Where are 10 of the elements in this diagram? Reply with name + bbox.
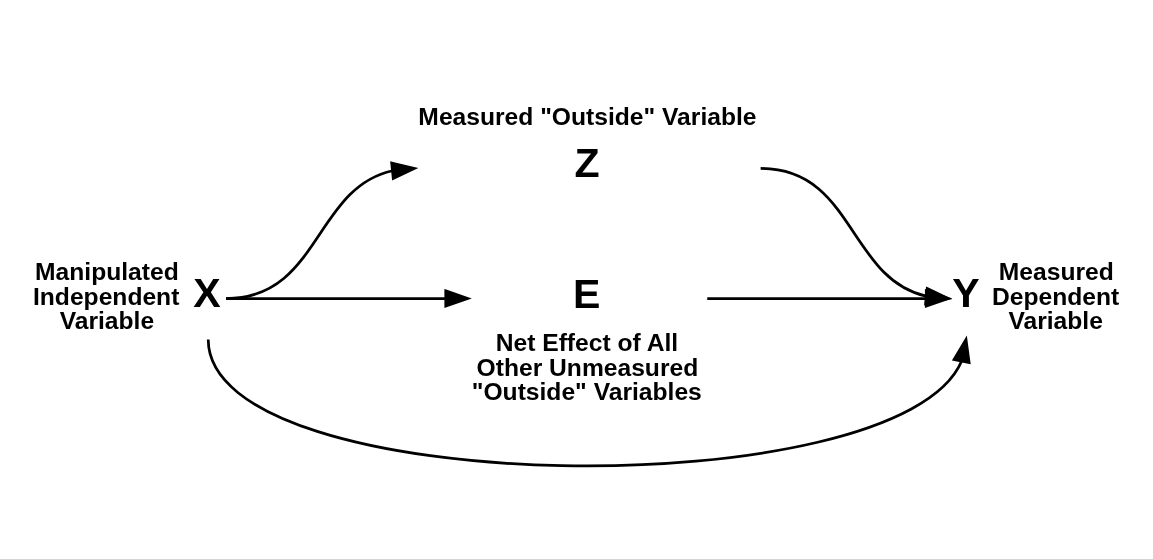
node-text: Z: [574, 139, 600, 186]
node-label: Measured Dependent Variable: [992, 257, 1120, 335]
node-label: Measured "Outside" Variable: [418, 103, 757, 131]
node-text: X: [193, 270, 221, 317]
node-text: E: [573, 271, 601, 318]
node-label: Net Effect of All Other Unmeasured "Outside" Variables: [471, 329, 702, 406]
arrow: [206, 335, 971, 467]
node-label: Manipulated Independent Variable: [32, 257, 180, 335]
arrow: [226, 288, 472, 309]
node-text: Y: [952, 270, 980, 317]
